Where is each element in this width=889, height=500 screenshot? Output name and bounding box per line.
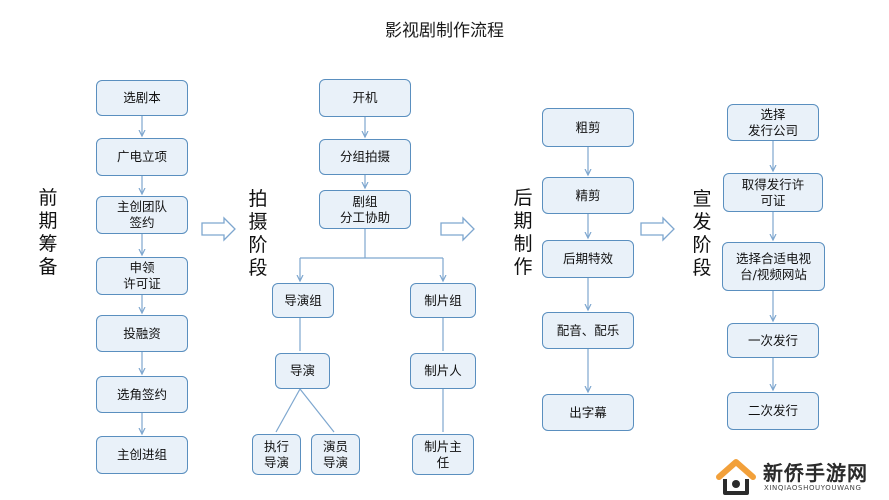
box-subtitles: 出字幕 (542, 394, 634, 431)
phase-label-pre: 前期筹备 (38, 187, 58, 278)
phase-arrow-1 (201, 216, 236, 242)
house-logo-icon (716, 459, 756, 495)
box-second-release: 二次发行 (727, 392, 819, 430)
box-financing: 投融资 (96, 315, 188, 352)
box-approval: 广电立项 (96, 138, 188, 176)
box-casting: 选角签约 (96, 376, 188, 413)
line-director-exec (275, 388, 301, 433)
box-crew-division: 剧组 分工协助 (319, 190, 411, 229)
box-rough-cut: 粗剪 (542, 108, 634, 147)
box-producer: 制片人 (410, 353, 476, 389)
box-director-group: 导演组 (272, 283, 334, 318)
box-production-group: 制片组 (410, 283, 476, 318)
box-select-platform: 选择合适电视 台/视频网站 (722, 242, 825, 291)
phase-label-shoot: 拍摄阶段 (248, 188, 268, 279)
box-group-shooting: 分组拍摄 (319, 139, 411, 175)
box-vfx: 后期特效 (542, 240, 634, 278)
line-director-actor (299, 388, 335, 433)
box-production-manager: 制片主 任 (412, 434, 474, 475)
phase-arrow-2 (440, 216, 475, 242)
site-logo: 新侨手游网 XINQIAOSHOUYOUWANG (715, 455, 885, 499)
box-team-signing: 主创团队 签约 (96, 196, 188, 234)
box-select-distributor: 选择 发行公司 (727, 104, 819, 141)
diagram-title: 影视剧制作流程 (385, 21, 504, 41)
phase-label-post: 后期制作 (513, 187, 533, 278)
box-select-script: 选剧本 (96, 80, 188, 116)
logo-name: 新侨手游网 (763, 461, 868, 485)
box-first-release: 一次发行 (727, 323, 819, 358)
logo-subtitle: XINQIAOSHOUYOUWANG (764, 484, 862, 492)
box-distribution-license: 取得发行许 可证 (723, 173, 823, 212)
box-license: 申领 许可证 (96, 257, 188, 295)
box-director: 导演 (275, 353, 330, 389)
phase-arrow-3 (640, 216, 675, 242)
box-exec-director: 执行 导演 (252, 434, 301, 475)
box-team-joins: 主创进组 (96, 436, 188, 474)
box-fine-cut: 精剪 (542, 177, 634, 214)
box-actor-director: 演员 导演 (311, 434, 360, 475)
box-dubbing-music: 配音、配乐 (542, 312, 634, 349)
box-start-shooting: 开机 (319, 79, 411, 117)
phase-label-promo: 宣发阶段 (692, 188, 712, 279)
